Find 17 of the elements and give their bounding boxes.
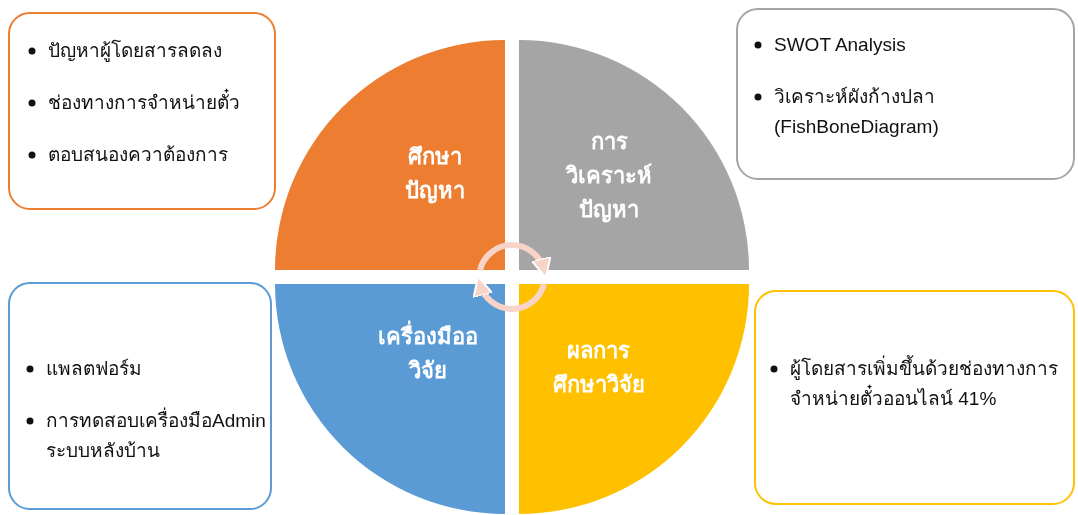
segment-label: ผลการศึกษาวิจัย [551, 337, 646, 399]
quadrant-segment [519, 40, 749, 270]
segment-label: ศึกษาปัญหา [404, 143, 466, 206]
bullet-text: แพลตฟอร์ม [46, 358, 142, 379]
callout-box [8, 12, 276, 210]
bullet-text: SWOT Analysis [774, 34, 906, 55]
quadrant-segment [275, 40, 505, 270]
quadrant-segment [519, 284, 749, 514]
bullet-text: ปัญหาผู้โดยสารลดลง [48, 40, 222, 61]
bullet-text: ตอบสนองควาต้องการ [48, 144, 228, 165]
callout-box [8, 282, 272, 510]
callout-box [736, 8, 1075, 180]
segment-label: การวิเคราะห์ปัญหา [564, 128, 653, 225]
callout-box [754, 290, 1075, 505]
segment-label: เครื่องมืออวิจัย [375, 320, 480, 388]
bullet-text: วิเคราะห์ผังก้างปลา (FishBoneDiagram) [774, 86, 939, 137]
quadrant-segment [275, 284, 505, 514]
